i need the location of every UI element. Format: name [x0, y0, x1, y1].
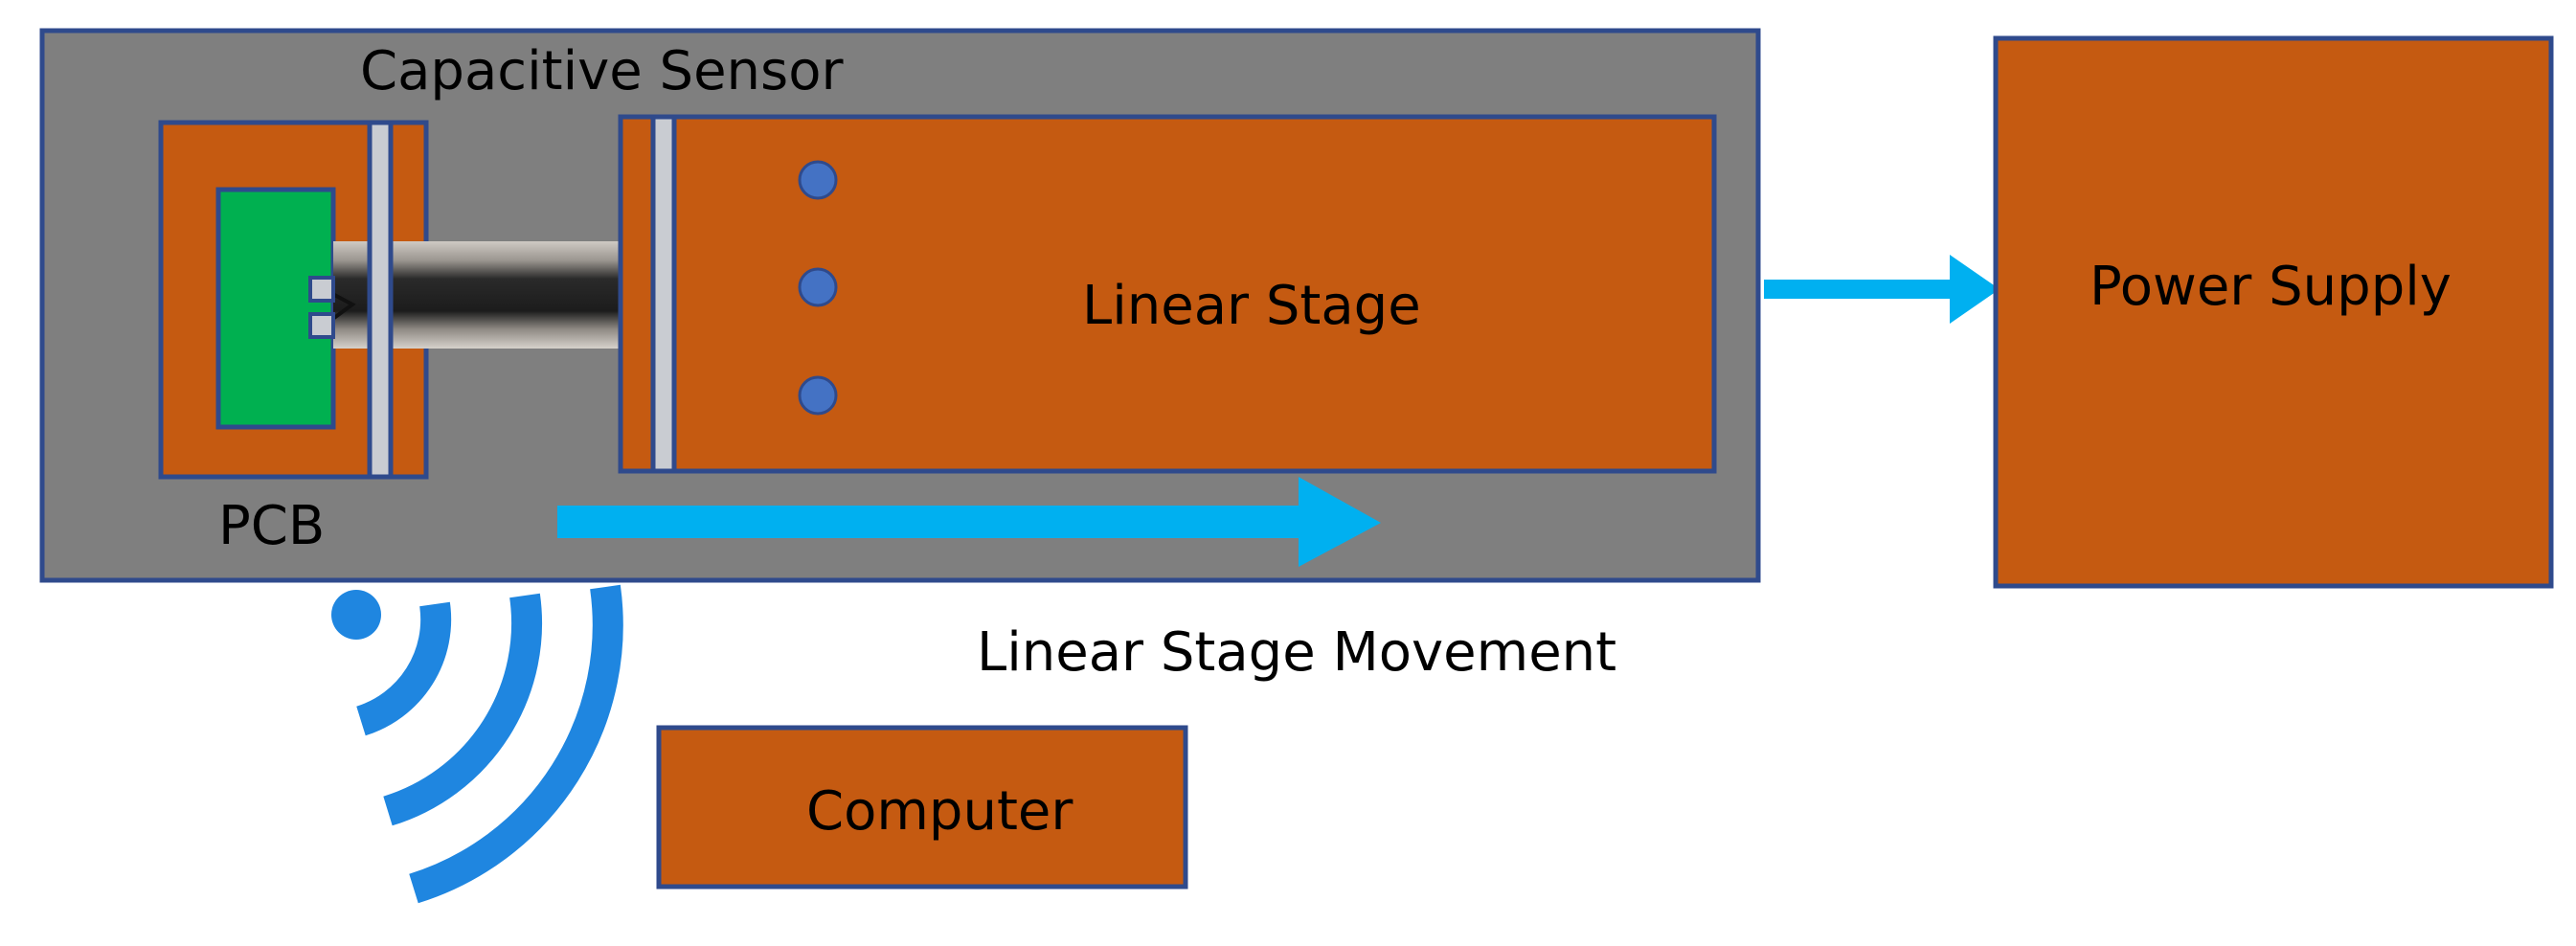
computer-label: Computer [806, 780, 1073, 843]
connector-bottom [308, 312, 335, 339]
movement-label: Linear Stage Movement [977, 621, 1616, 684]
computer-box [656, 725, 1188, 890]
pcb-rail [367, 120, 394, 480]
connector-top [308, 276, 335, 303]
linear-stage-label: Linear Stage [1082, 275, 1421, 337]
wifi-icon [331, 584, 623, 904]
pcb-label: PCB [218, 495, 325, 557]
power-supply-box [1993, 35, 2554, 589]
stage-screw-3 [798, 375, 838, 416]
capacitive-sensor-label: Capacitive Sensor [360, 40, 844, 102]
movement-arrow-icon [557, 477, 1381, 567]
pcb-board [215, 187, 336, 430]
stage-rail [650, 114, 677, 474]
power-arrow-icon [1764, 255, 2000, 324]
power-supply-label: Power Supply [2090, 256, 2452, 318]
stage-screw-1 [798, 160, 838, 200]
stage-screw-2 [798, 267, 838, 307]
